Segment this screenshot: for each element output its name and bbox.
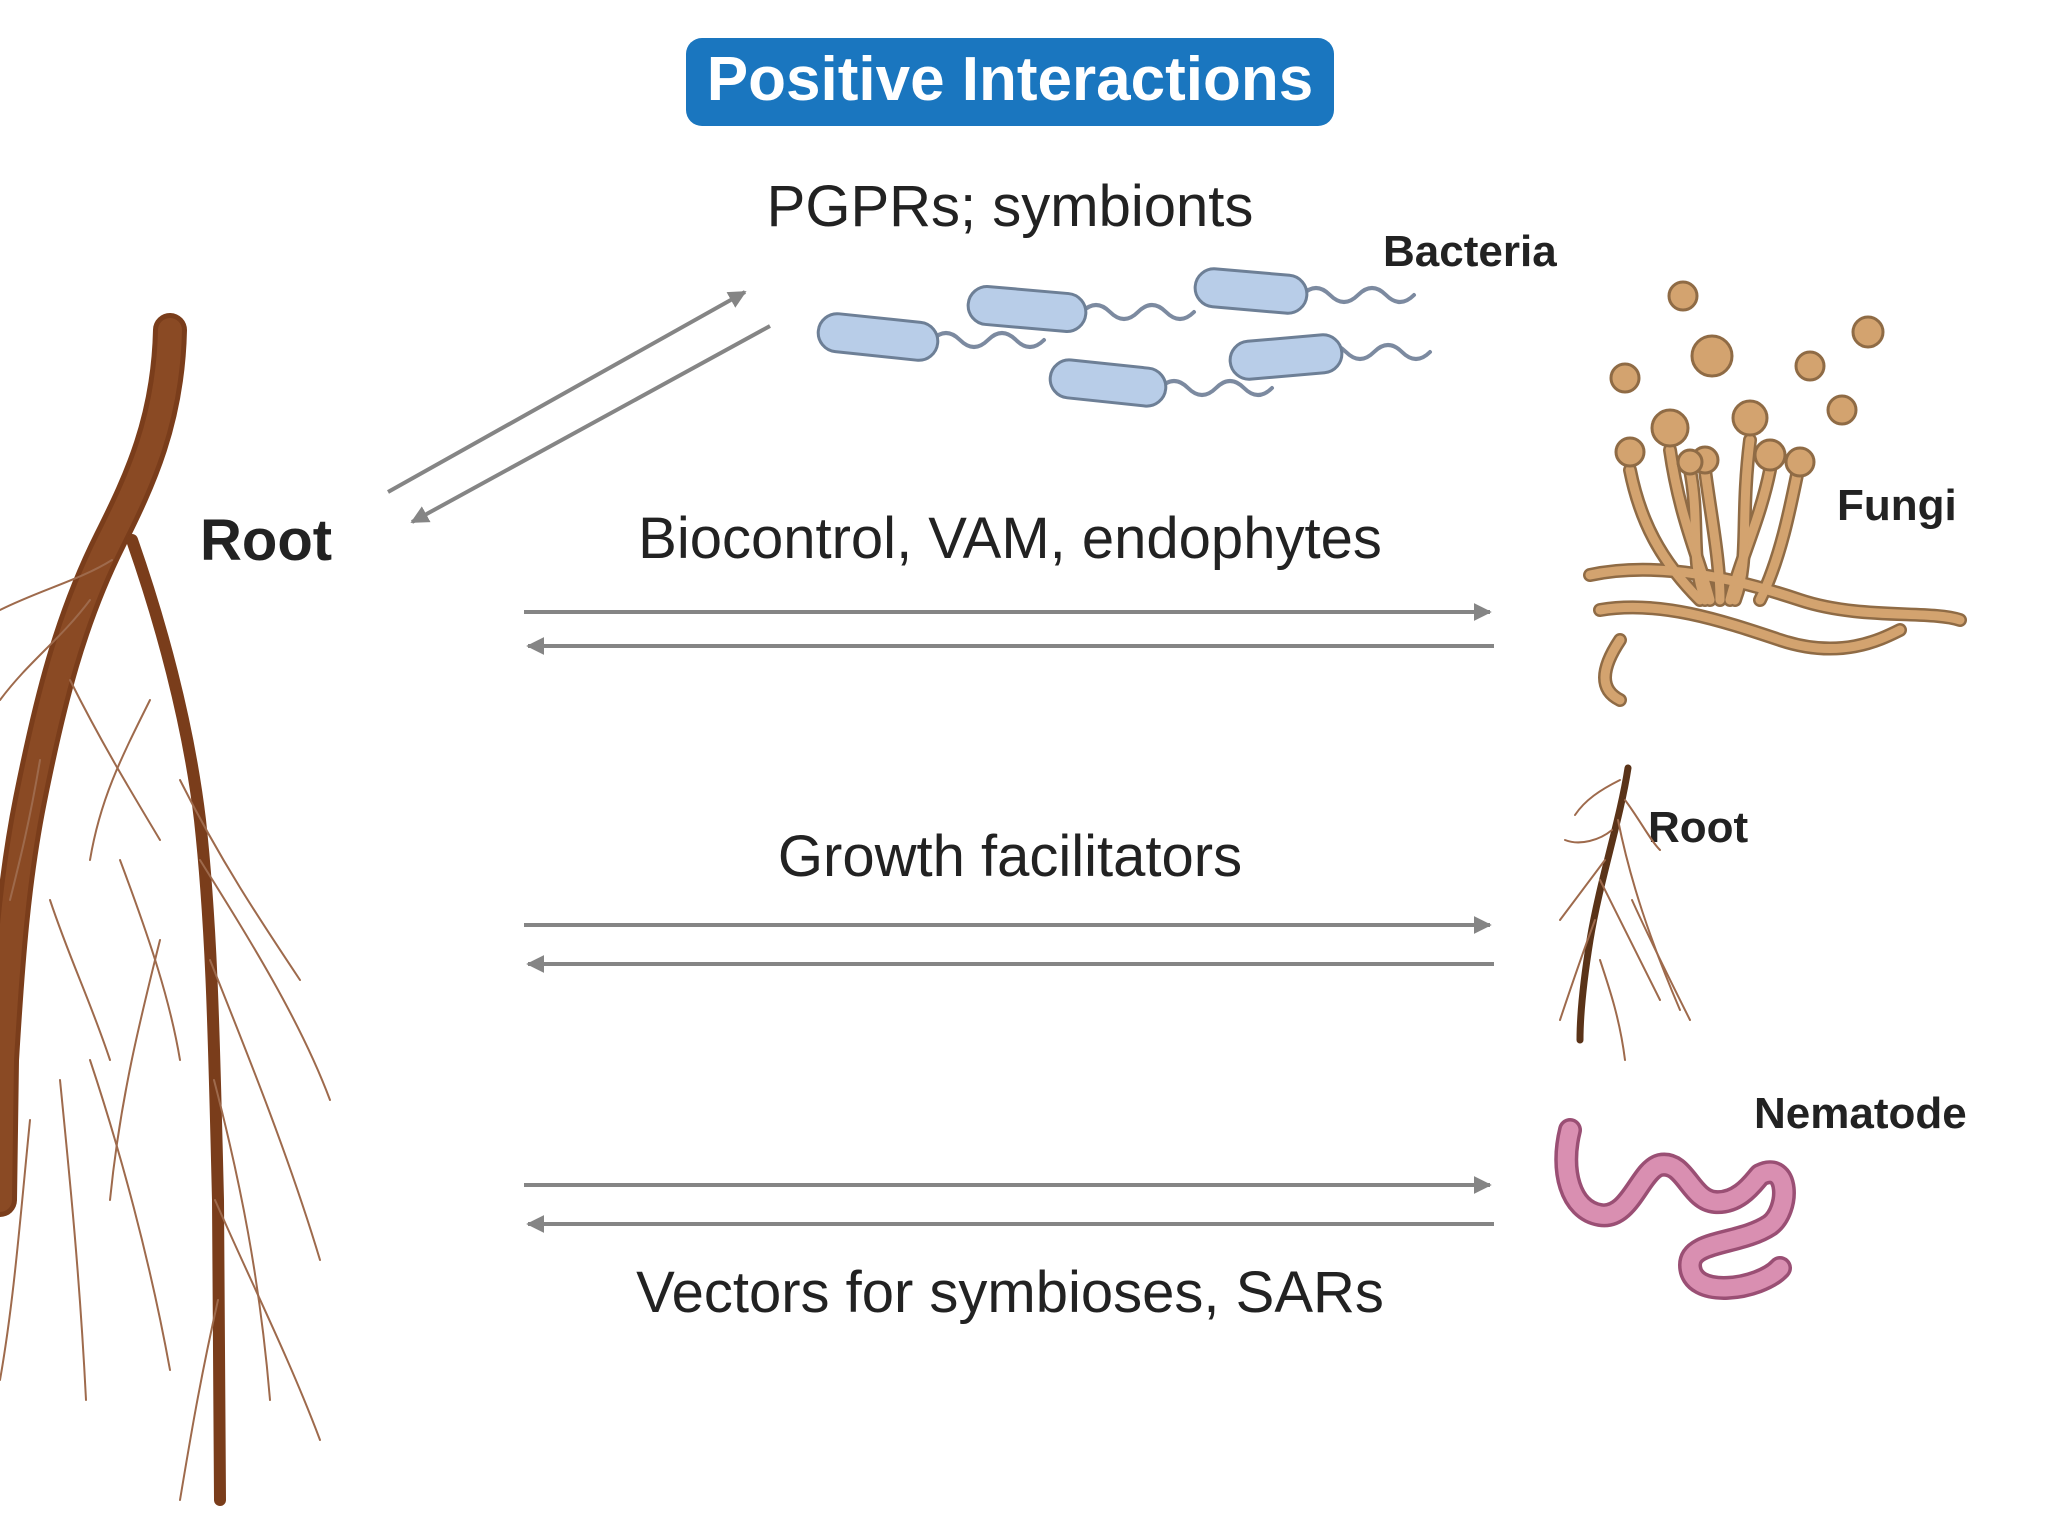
root-arrows xyxy=(524,916,1494,973)
title-badge: Positive Interactions xyxy=(686,38,1334,126)
nematode-description: Vectors for symbioses, SARs xyxy=(636,1260,1384,1325)
fungi-description: Biocontrol, VAM, endophytes xyxy=(638,506,1382,571)
arrow-to-bacteria xyxy=(387,290,747,494)
nematode-illustration xyxy=(1554,1118,1796,1300)
main-root-illustration xyxy=(0,313,331,1506)
root-description: Growth facilitators xyxy=(778,824,1242,889)
fungi-arrows xyxy=(524,603,1494,655)
bacteria-description: PGPRs; symbionts xyxy=(767,174,1254,239)
diagram-title: Positive Interactions xyxy=(707,45,1313,114)
nematode-label: Nematode xyxy=(1754,1089,1967,1138)
fungi-illustration xyxy=(1583,280,1967,707)
main-root-label: Root xyxy=(200,508,332,573)
small-root-illustration xyxy=(1559,764,1691,1061)
bacteria-label: Bacteria xyxy=(1383,227,1557,276)
nematode-arrows xyxy=(524,1176,1494,1233)
bacteria-arrows xyxy=(387,290,771,524)
bacteria-illustration xyxy=(816,267,1432,408)
arrow-from-bacteria xyxy=(410,324,771,524)
fungi-label: Fungi xyxy=(1837,481,1957,530)
small-root-label: Root xyxy=(1648,803,1749,852)
